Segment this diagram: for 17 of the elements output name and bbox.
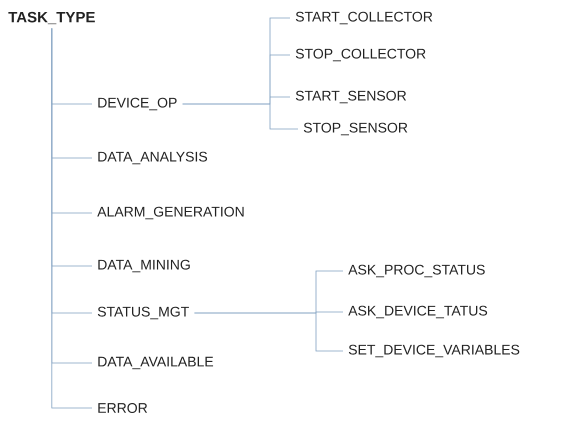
node-label: START_SENSOR — [296, 90, 406, 104]
node-label: STATUS_MGT — [98, 306, 189, 320]
node-label: START_COLLECTOR — [296, 12, 432, 24]
node-label: ERROR — [98, 403, 148, 413]
node-label: DATA_AVAILABLE — [98, 356, 214, 370]
node-label: DEVICE_OP — [98, 98, 177, 110]
heading-text: TASK_TYPE — [8, 12, 95, 24]
node-label: SET_DEVICE_VARIABLES — [348, 344, 520, 358]
node-label: ASK_DEVICE_TATUS — [348, 306, 488, 318]
connector-line — [182, 104, 298, 130]
node-label: STOP_SENSOR — [304, 122, 408, 136]
node-label: ASK_PROC_STATUS — [348, 264, 485, 278]
connector-line — [194, 312, 344, 352]
node-label: STOP_COLLECTOR — [296, 48, 426, 62]
node-label: DATA_MINING — [98, 260, 190, 272]
node-label: DATA_ANALYSIS — [98, 152, 208, 164]
node-label: ALARM_GENERATION — [97, 206, 244, 220]
